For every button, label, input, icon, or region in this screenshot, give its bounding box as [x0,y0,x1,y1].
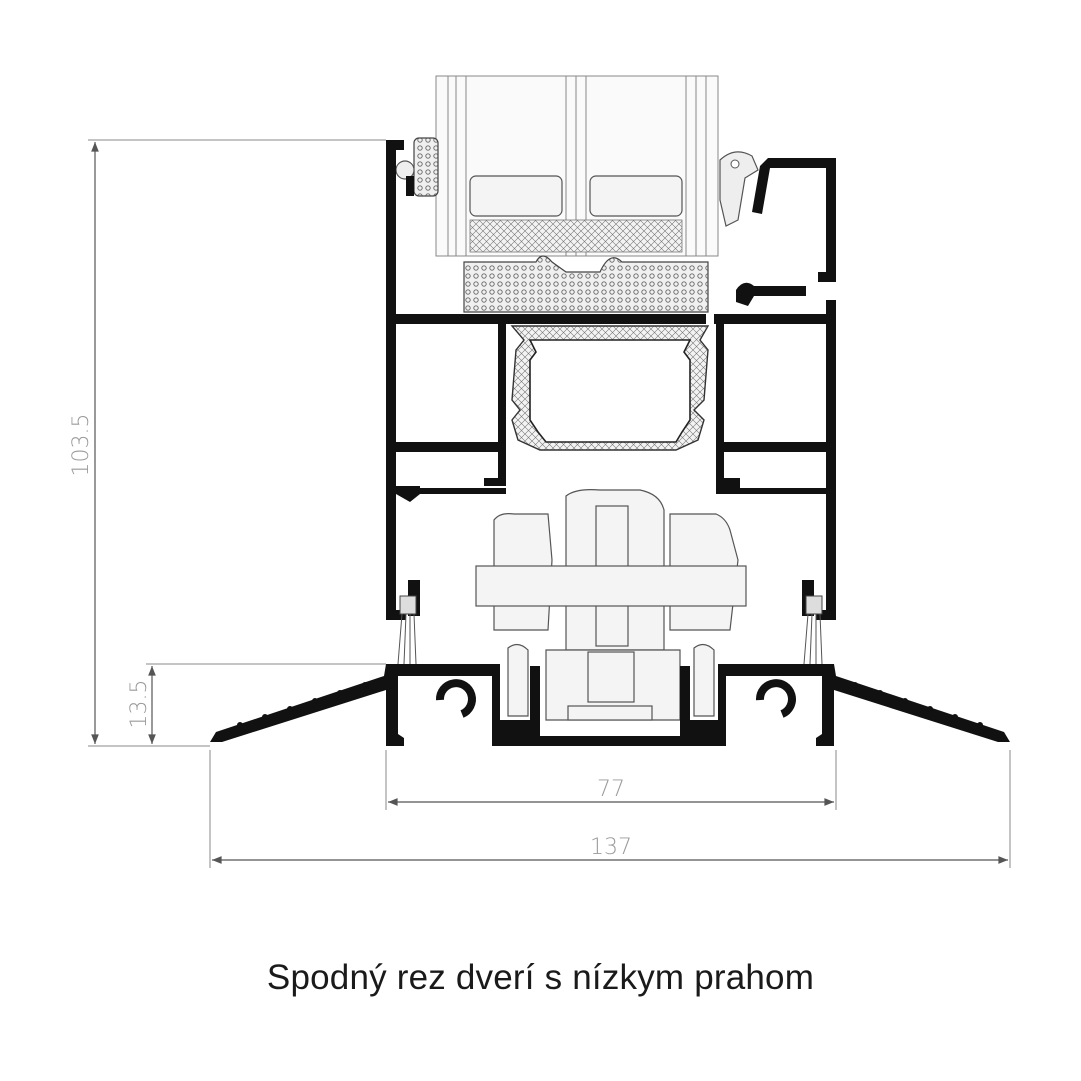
brush-seal-right [803,595,823,665]
dimension-label-threshold-height: 13.5 [127,680,152,729]
dimension-height-total: 103.5 [69,139,386,747]
hinge-hardware [475,489,747,721]
dimension-label-frame-width: 77 [597,777,625,802]
drawing-caption: Spodný rez dverí s nízkym prahom [266,958,815,997]
dimension-frame-width: 77 [385,750,837,810]
setting-block [463,255,709,313]
threshold-profile [210,643,1010,746]
dimension-label-height: 103.5 [69,414,94,477]
dimension-threshold-width: 137 [209,750,1011,868]
glazing-unit [435,75,719,257]
dimension-label-threshold-width: 137 [590,835,632,860]
dimension-threshold-height: 13.5 [127,663,386,744]
glazing-gasket-right [719,151,759,227]
glazing-bead [752,158,836,282]
brush-seal-left [397,595,417,665]
